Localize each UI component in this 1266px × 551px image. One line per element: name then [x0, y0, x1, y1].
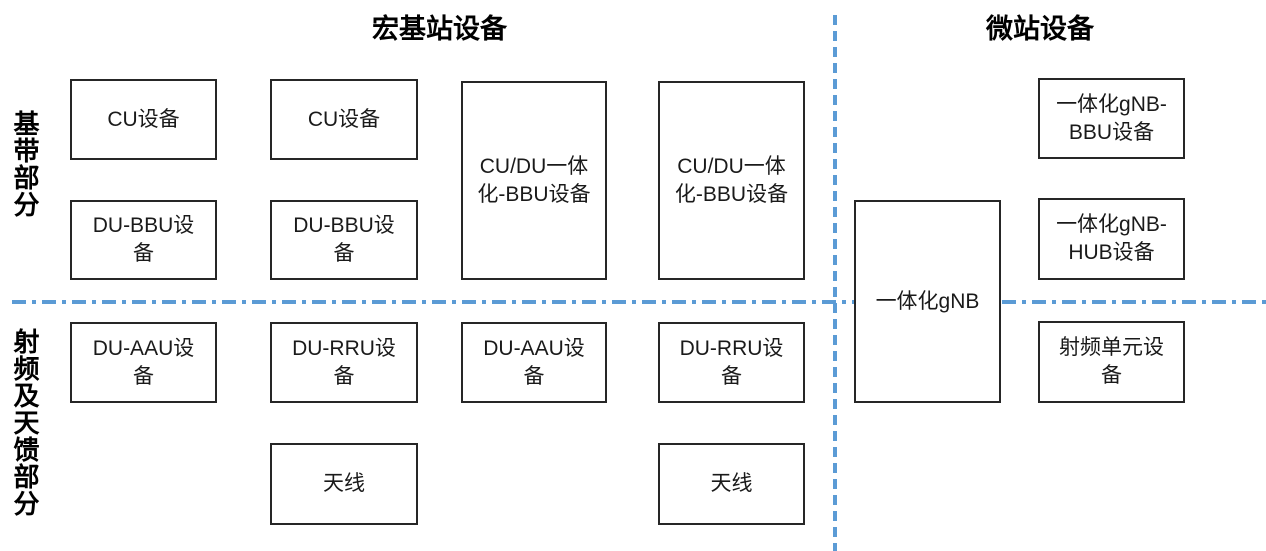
micro-station-section-title: 微站设备 — [986, 14, 1094, 44]
rf-antenna-feed-row-label: 射频及天馈部分 — [10, 328, 40, 517]
box-du-rru-device-col2: DU-RRU设 备 — [270, 322, 418, 403]
macro-station-section-title: 宏基站设备 — [372, 14, 507, 44]
box-cudu-integrated-bbu-device-col3: CU/DU一体 化-BBU设备 — [461, 81, 607, 280]
box-rf-unit-device: 射频单元设 备 — [1038, 321, 1185, 403]
box-cudu-integrated-bbu-device-col4: CU/DU一体 化-BBU设备 — [658, 81, 805, 280]
box-du-rru-device-col4: DU-RRU设 备 — [658, 322, 805, 403]
section-divider-horizontal-dashdot-line — [12, 300, 1266, 304]
box-du-aau-device-col3: DU-AAU设 备 — [461, 322, 607, 403]
box-integrated-gnb-hub-device: 一体化gNB- HUB设备 — [1038, 198, 1185, 280]
box-integrated-gnb-bbu-device: 一体化gNB- BBU设备 — [1038, 78, 1185, 159]
box-antenna-col2: 天线 — [270, 443, 418, 525]
box-du-bbu-device-col1: DU-BBU设 备 — [70, 200, 217, 280]
baseband-row-label: 基带部分 — [10, 110, 40, 218]
section-divider-vertical-dashed-line — [833, 15, 837, 551]
box-antenna-col4: 天线 — [658, 443, 805, 525]
box-integrated-gnb: 一体化gNB — [854, 200, 1001, 403]
box-du-bbu-device-col2: DU-BBU设 备 — [270, 200, 418, 280]
box-cu-device-col2: CU设备 — [270, 79, 418, 160]
box-cu-device-col1: CU设备 — [70, 79, 217, 160]
box-du-aau-device-col1: DU-AAU设 备 — [70, 322, 217, 403]
